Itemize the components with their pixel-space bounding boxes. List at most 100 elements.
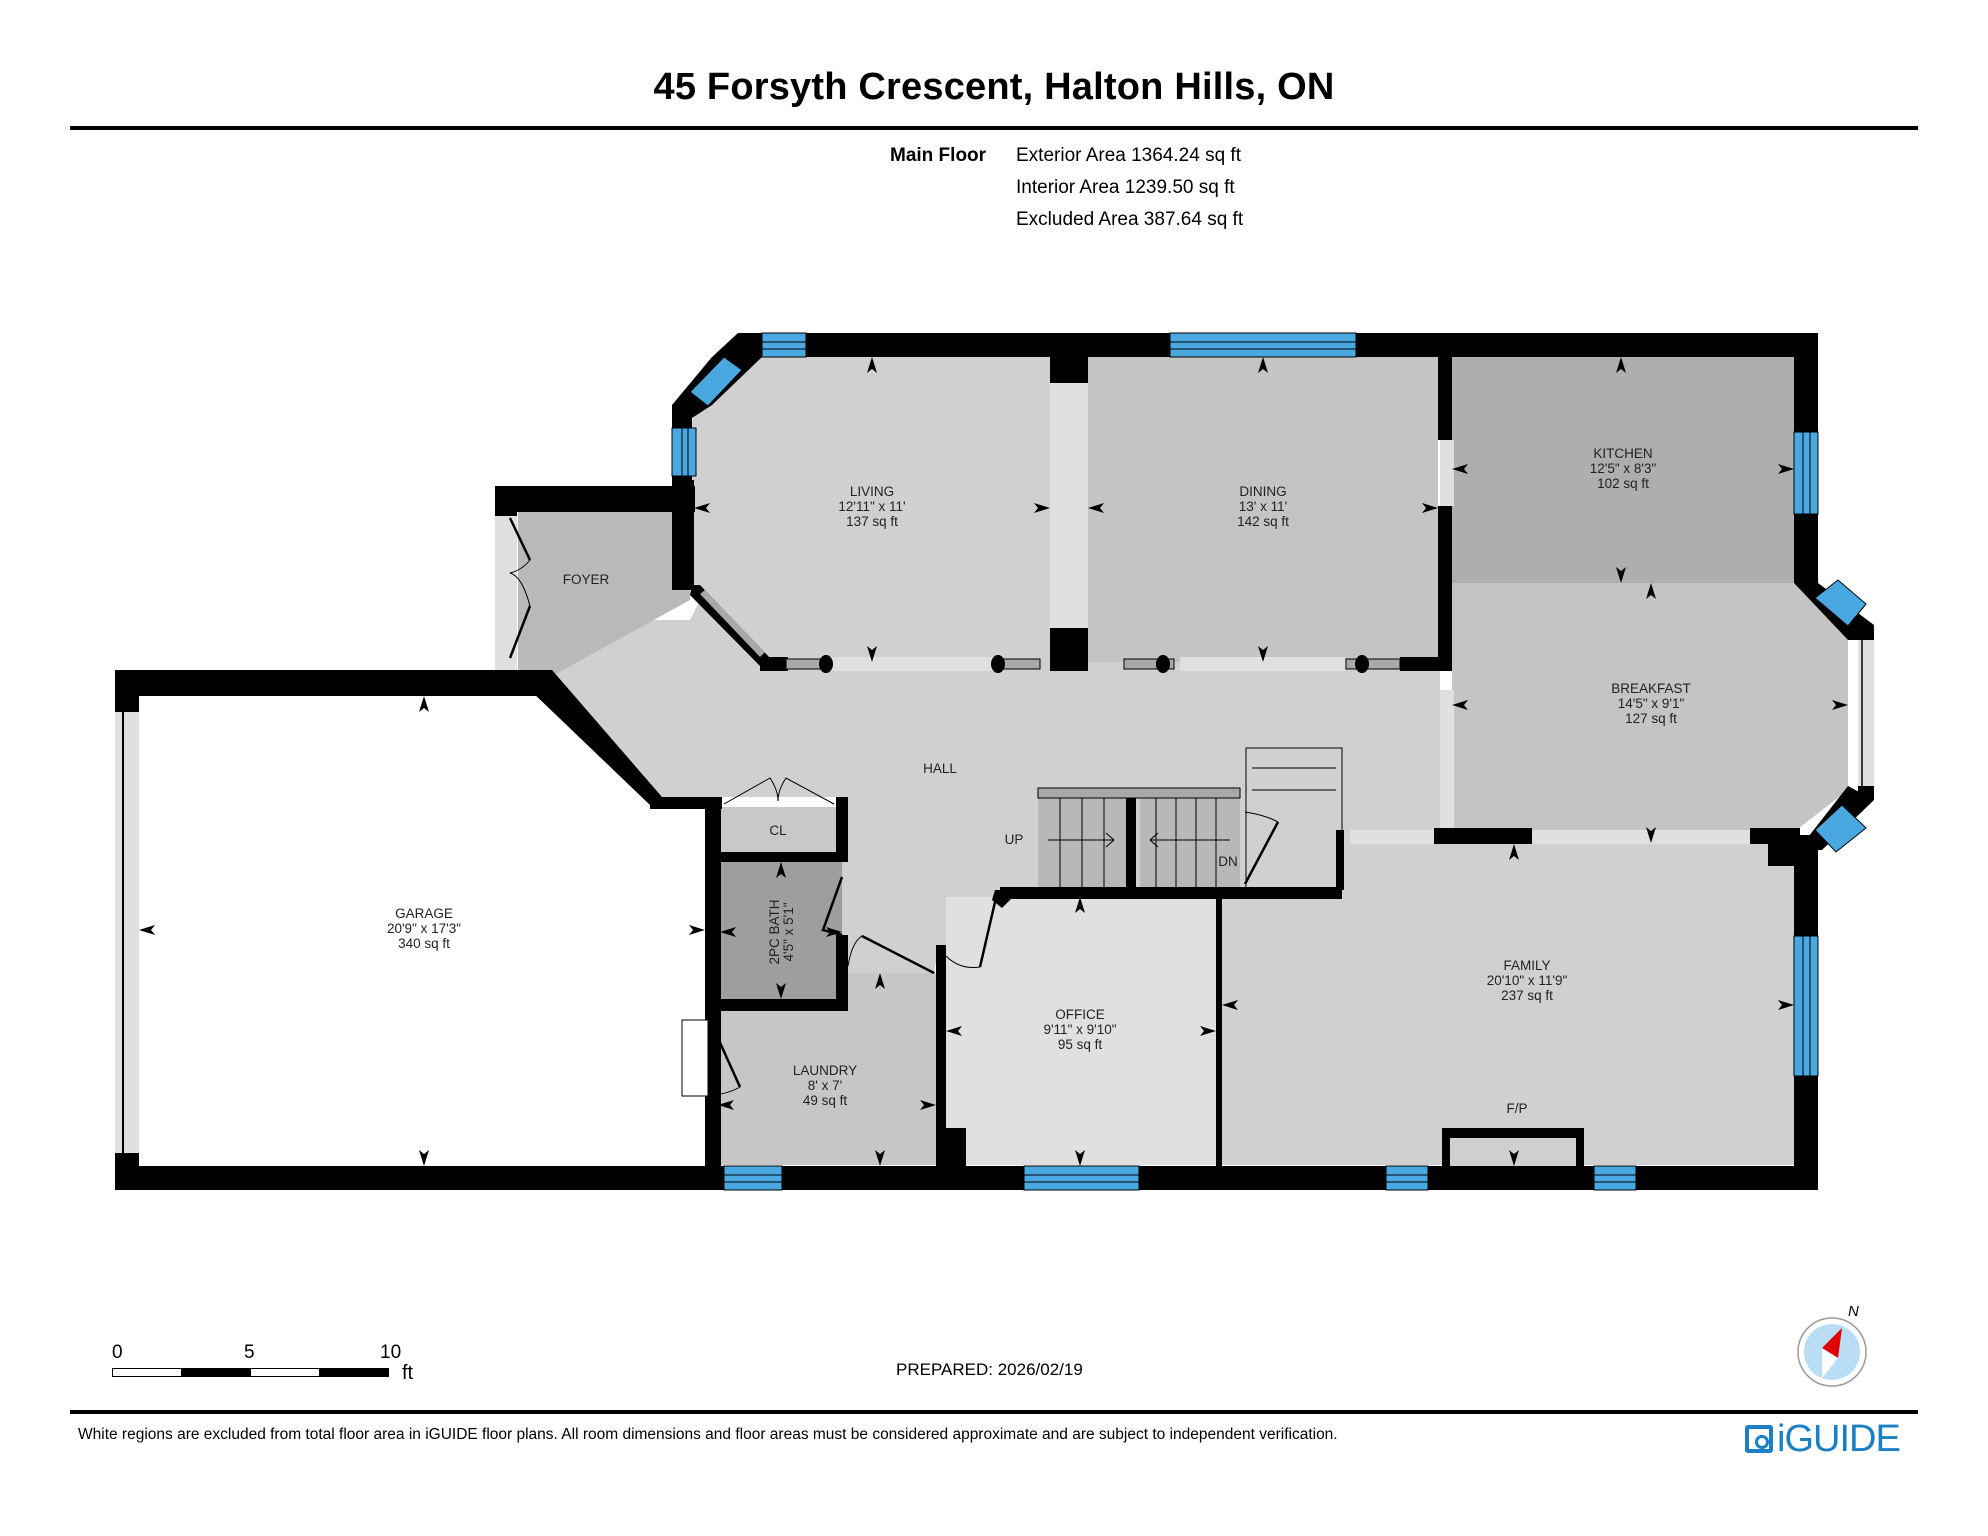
wall-bath-bottom (718, 999, 848, 1011)
kitchen-floor (1452, 357, 1794, 583)
wall-foyer-left-top (495, 486, 517, 516)
scale-tick-10: 10 (380, 1342, 402, 1363)
wall-dining-kitchen (1438, 357, 1452, 440)
dimension-arrows (139, 357, 1848, 1166)
dining-dims: 13' x 11' (1239, 499, 1287, 514)
wall-garage-left-top (115, 670, 139, 712)
wall-garage-right (705, 797, 721, 1190)
opening-living-hall (828, 657, 998, 671)
scale-seg-2 (181, 1368, 251, 1377)
hall-label: HALL (923, 761, 957, 776)
wall-bath-right-lower (836, 935, 848, 1010)
office-floor (946, 897, 1220, 1165)
living-dims: 12'11" x 11' (838, 499, 905, 514)
breakfast-area: 127 sq ft (1625, 711, 1677, 726)
stairs-down-label: DN (1218, 854, 1238, 869)
opening-family-breakfast (1350, 830, 1780, 844)
wall-bottom (115, 1166, 1818, 1190)
laundry-area: 49 sq ft (803, 1093, 848, 1108)
laundry-door-swing (847, 935, 935, 974)
room-labels: LIVING 12'11" x 11' 137 sq ft DINING 13'… (387, 446, 1691, 1116)
landing-floor (1250, 748, 1342, 888)
closet-floor (720, 807, 842, 852)
window-family-bottom-right (1593, 1165, 1637, 1191)
wall-family-corner (1768, 844, 1798, 866)
wall-foyer-top (495, 486, 695, 512)
compass-north-label: N (1848, 1303, 1859, 1320)
window-family-right (1793, 935, 1819, 1077)
panel-posts (819, 655, 1369, 673)
family-dims: 20'10" x 11'9" (1487, 973, 1568, 988)
wall-living-dining-top (1050, 357, 1088, 383)
wall-living-dining-post (1050, 628, 1088, 671)
breakfast-label: BREAKFAST (1611, 681, 1691, 696)
window-laundry-bottom (723, 1165, 783, 1191)
wall-garage-top (115, 670, 545, 696)
bath-label: 2PC BATH (767, 899, 782, 964)
window-dining-top (1169, 332, 1357, 358)
wall-office-family (1216, 897, 1222, 1167)
dining-area: 142 sq ft (1237, 514, 1289, 529)
scale-unit: ft (402, 1362, 414, 1384)
laundry-exterior-door-swing (710, 1024, 742, 1088)
wall-closet-right (836, 797, 848, 862)
window-living-diagonal (689, 356, 743, 407)
breakfast-dims: 14'5" x 9'1" (1618, 696, 1685, 711)
laundry-dims: 8' x 7' (808, 1078, 842, 1093)
prepared-date: PREPARED: 2026/02/19 (896, 1360, 1083, 1379)
footer-divider (70, 1410, 1918, 1414)
stairs-down-floor (1140, 795, 1240, 887)
scale-tick-5: 5 (244, 1342, 255, 1363)
window-office-bottom (1023, 1165, 1140, 1191)
garage-area: 340 sq ft (398, 936, 450, 951)
wall-family-top-right (1750, 828, 1800, 844)
floor-name: Main Floor (890, 145, 987, 166)
interior-area: Interior Area 1239.50 sq ft (1016, 177, 1235, 198)
wall-garage-diagonal (530, 670, 662, 805)
garage-door (115, 712, 139, 1153)
exterior-area: Exterior Area 1364.24 sq ft (1016, 145, 1241, 166)
stairs-up-label: UP (1005, 832, 1024, 847)
wall-closet-bottom (718, 852, 848, 862)
header-divider (70, 126, 1918, 130)
office-area: 95 sq ft (1058, 1037, 1103, 1052)
area-list: Exterior Area 1364.24 sq ft Interior Are… (1016, 140, 1243, 236)
scale-seg-4 (319, 1368, 389, 1377)
living-floor (692, 357, 1050, 662)
kitchen-dims: 12'5" x 8'3" (1590, 461, 1657, 476)
window-kitchen-right (1793, 431, 1819, 515)
opening-hall-breakfast (1440, 690, 1454, 830)
iguide-logo-text: iGUIDE (1777, 1417, 1901, 1460)
stairs (1037, 747, 1343, 889)
dining-floor (1088, 357, 1438, 662)
foyer-door-swing (508, 517, 532, 561)
stair-door-swing (1243, 821, 1280, 885)
family-area: 237 sq ft (1501, 988, 1553, 1003)
window-living-left (671, 427, 697, 477)
door-swings (508, 517, 1280, 1097)
office-door-swing (978, 901, 997, 968)
garage-dims: 20'9" x 17'3" (387, 921, 461, 936)
window-bay-lower (1814, 804, 1867, 853)
excluded-area: Excluded Area 387.64 sq ft (1016, 209, 1244, 230)
wall-office-top (1000, 887, 1342, 899)
opening-dining-kitchen (1440, 440, 1454, 506)
office-label: OFFICE (1055, 1007, 1105, 1022)
wall-family-top-left (1434, 828, 1532, 844)
opening-dining-hall (1180, 657, 1345, 671)
wall-laundry-office (936, 945, 946, 1166)
window-bay-upper (1814, 579, 1867, 627)
fireplace-label: F/P (1506, 1101, 1527, 1116)
laundry-label: LAUNDRY (793, 1063, 857, 1078)
office-dims: 9'11" x 9'10" (1043, 1022, 1116, 1037)
wall-landing-right (1336, 830, 1344, 890)
living-label: LIVING (850, 484, 894, 499)
family-label: FAMILY (1503, 958, 1550, 973)
foyer-front-door-opening (495, 516, 517, 670)
property-address-title: 45 Forsyth Crescent, Halton Hills, ON (653, 66, 1335, 108)
windows (671, 332, 1867, 1191)
window-family-bottom-left (1385, 1165, 1429, 1191)
foyer-label: FOYER (563, 572, 610, 587)
window-living-top (761, 332, 807, 358)
laundry-exterior-door (681, 1019, 709, 1097)
